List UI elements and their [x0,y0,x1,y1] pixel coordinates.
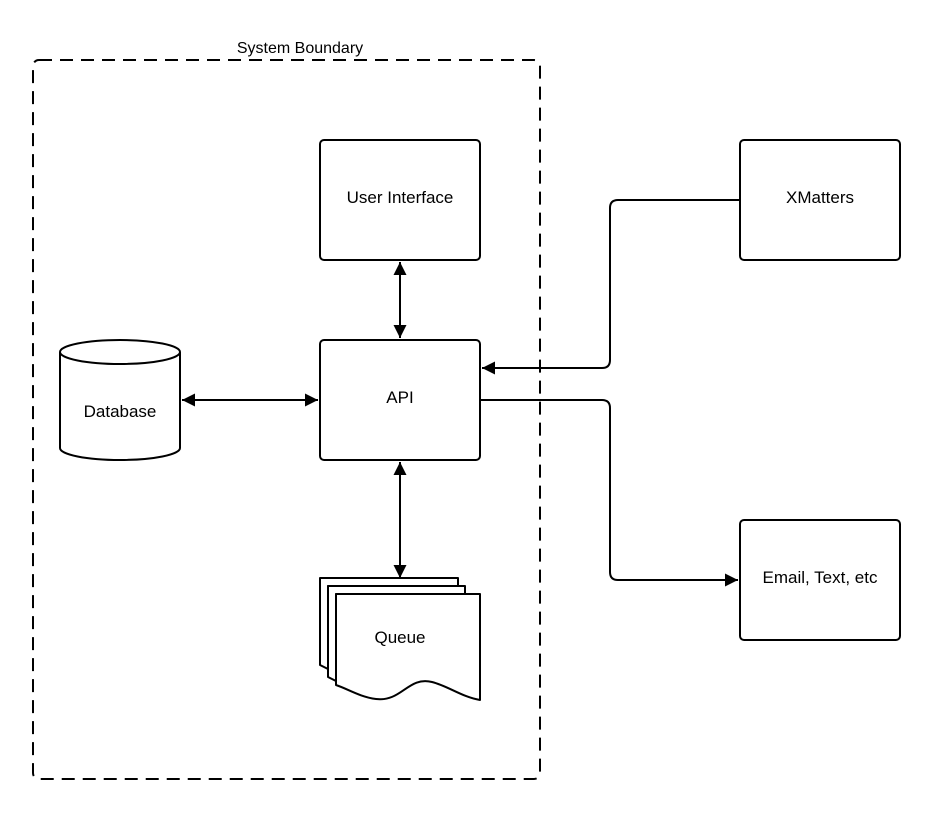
system-boundary-label: System Boundary [237,40,363,57]
database-node: Database [59,339,181,461]
xmatters-api-connector [482,199,740,375]
email-node: Email, Text, etc [739,519,901,641]
queue-node: Queue [319,577,481,701]
system-boundary: System Boundary [32,40,541,780]
user-interface-node: User Interface [319,139,481,261]
xmatters-node: XMatters [739,139,901,261]
email-label: Email, Text, etc [763,568,878,587]
user-interface-label: User Interface [347,188,454,207]
queue-label: Queue [374,628,425,647]
database-label: Database [84,402,157,421]
api-label: API [386,388,413,407]
api-email-connector [480,399,738,587]
api-node: API [319,339,481,461]
xmatters-label: XMatters [786,188,854,207]
